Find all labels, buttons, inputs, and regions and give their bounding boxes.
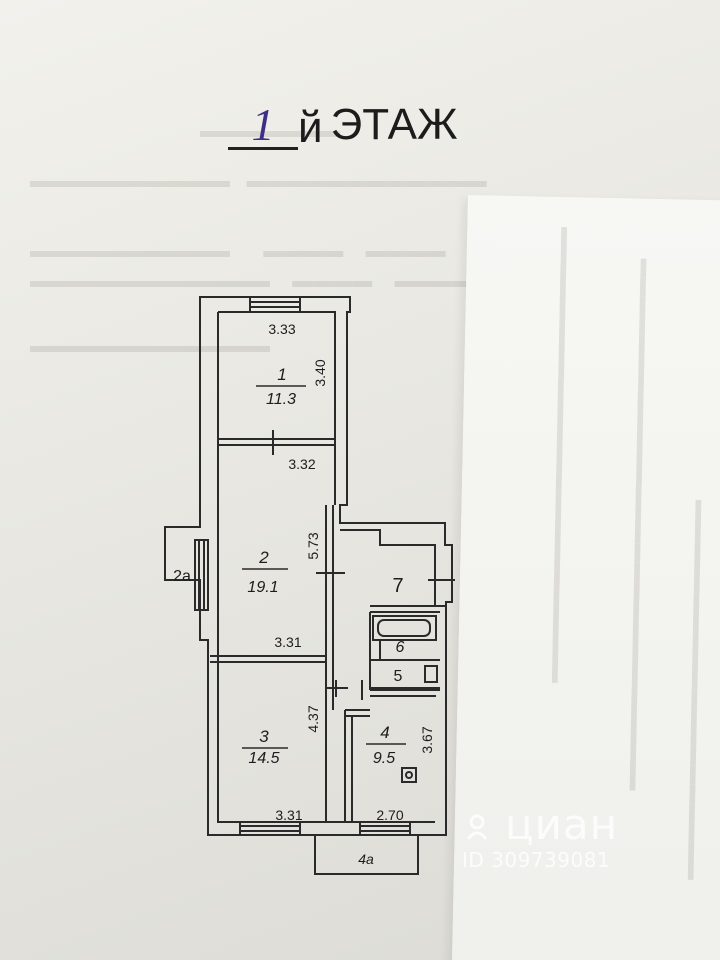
watermark-id: ID 309739081: [462, 848, 611, 872]
floor-suffix: й: [298, 103, 323, 152]
ghost-print-line: ▬▬▬▬▬▬▬: [200, 120, 340, 142]
dimension-label: 3.31: [275, 807, 302, 823]
inner-wall-line: [218, 311, 336, 505]
bathtub-inner: [377, 619, 431, 637]
dimension-label: 2.70: [376, 807, 403, 823]
room-number: 7: [392, 575, 403, 597]
dimension-label: 3.33: [268, 321, 295, 337]
partition-wall: [345, 709, 370, 717]
dimension-label: 3.32: [288, 456, 315, 472]
dimension-label: 3.40: [312, 359, 328, 386]
dimension-label: 3.67: [419, 726, 435, 753]
room-area: 14.5: [248, 750, 279, 767]
room-area: 11.3: [266, 391, 296, 408]
partition-wall: [325, 505, 334, 822]
partition-wall: [344, 710, 353, 822]
ghost-print-line: ▬▬▬▬▬▬▬▬▬▬ ▬▬▬▬ ▬▬▬▬: [30, 240, 446, 262]
floor-number: 1: [228, 102, 298, 150]
partition-wall: [370, 605, 446, 613]
partition-wall: [218, 438, 335, 446]
cian-logo-icon: [466, 814, 488, 840]
room-number: 2а: [173, 568, 191, 585]
partition-wall: [370, 689, 440, 697]
room-number: 1: [277, 365, 286, 384]
room-number: 2: [258, 548, 269, 567]
window: [194, 539, 209, 611]
room-number: 4а: [358, 851, 374, 867]
room-number: 3: [259, 727, 269, 746]
toilet: [424, 665, 438, 683]
partition-wall: [340, 529, 436, 606]
partition-wall: [210, 655, 326, 663]
room-area: 19.1: [247, 579, 278, 596]
stove: [401, 767, 417, 783]
partition-wall: [370, 659, 440, 689]
floor-heading: 1 й ЭТАЖ: [228, 100, 458, 150]
stove-burner: [405, 771, 413, 779]
balcony-outline: [314, 835, 419, 875]
ghost-print-line: ▬▬▬▬▬▬▬▬▬▬▬▬ ▬▬▬▬ ▬▬▬▬: [30, 270, 475, 292]
room-number: 4: [380, 723, 389, 742]
dimension-label: 3.31: [274, 634, 301, 650]
window: [239, 821, 301, 836]
bathtub: [372, 615, 437, 641]
floor-word: ЭТАЖ: [330, 100, 458, 149]
window: [359, 821, 411, 836]
ghost-print-line: ▬▬▬▬▬▬▬▬▬▬▬▬: [30, 335, 270, 357]
room-number: 5: [394, 668, 403, 685]
window: [249, 296, 301, 313]
dimension-label: 4.37: [305, 705, 321, 732]
watermark-brand: циан: [505, 800, 619, 849]
outer-wall: [164, 296, 453, 836]
door-mark: [325, 680, 348, 697]
room-area: 9.5: [373, 750, 395, 767]
dimension-label: 5.73: [305, 532, 321, 559]
room-number: 6: [396, 639, 405, 656]
ghost-print-line: ▬▬▬▬▬▬▬▬▬▬ ▬▬▬▬▬▬▬▬▬▬▬▬: [30, 170, 487, 192]
